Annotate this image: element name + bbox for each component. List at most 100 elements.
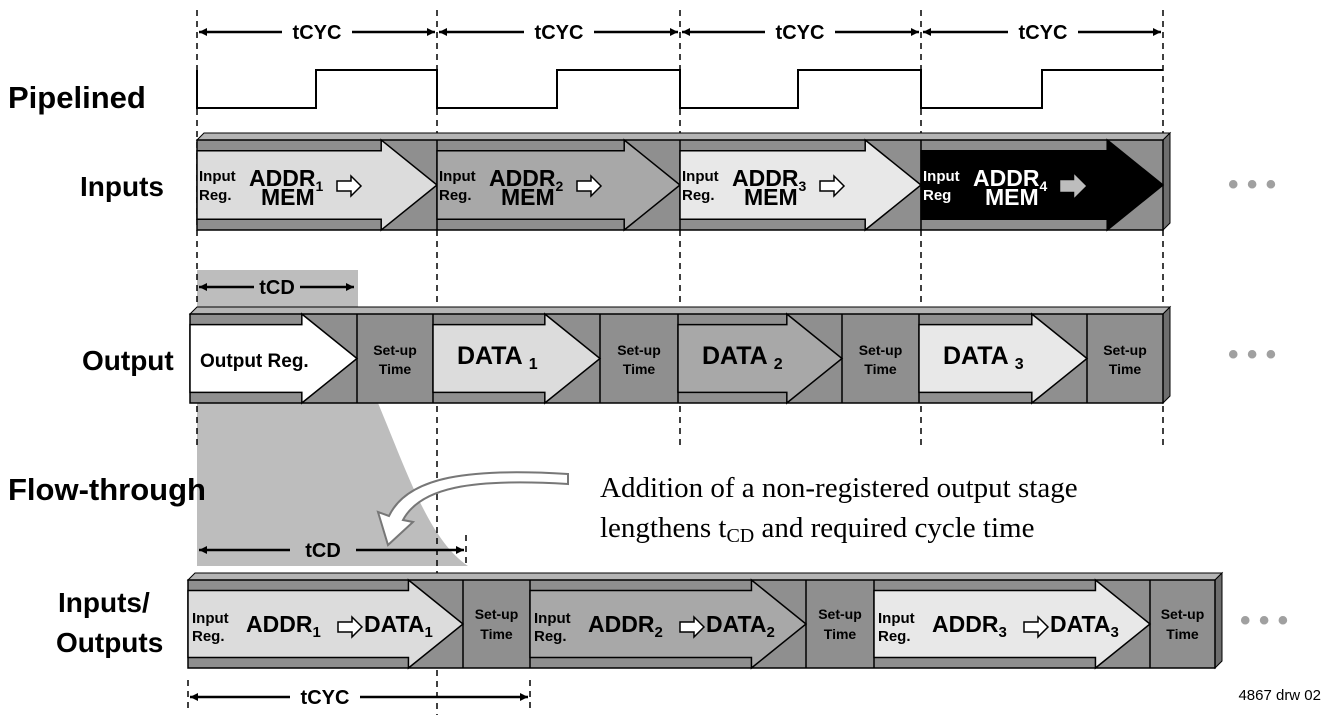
tcyc-label: tCYC	[301, 687, 350, 709]
annotation: Addition of a non-registered output stag…	[376, 471, 1078, 547]
arrow-icon	[679, 615, 706, 639]
band-top	[188, 306, 1172, 315]
tcd-label: tCD	[305, 540, 341, 562]
stage-arrow	[873, 578, 1152, 670]
pipelined-label: Pipelined	[8, 80, 146, 115]
input-reg-label: Input	[534, 610, 571, 627]
band-side	[1162, 131, 1171, 232]
data-label: DATA 2	[702, 342, 783, 373]
data-label: DATA 1	[457, 342, 538, 373]
tcd-dimension-flowthrough: tCD	[199, 535, 467, 566]
addr-label: ADDR2	[588, 611, 663, 641]
setup-label: Set-up	[1103, 342, 1147, 358]
setup-label: Time	[1109, 361, 1142, 377]
annotation-line-2: lengthens tCD and required cycle time	[600, 512, 1034, 547]
stage-arrow	[920, 138, 1165, 232]
addr-label: ADDR1	[246, 611, 321, 641]
annotation-line-1: Addition of a non-registered output stag…	[600, 472, 1078, 504]
addr-label: ADDR4	[973, 165, 1047, 194]
input-reg-label: Input	[682, 168, 719, 185]
setup-label: Time	[480, 626, 513, 642]
ellipsis-inputs: • • •	[1228, 168, 1276, 201]
arrow-icon	[1060, 174, 1087, 198]
input-reg-label: Input	[923, 168, 960, 185]
input-reg-label: Input	[439, 168, 476, 185]
mem-label: MEM	[261, 184, 315, 210]
stage-arrow	[679, 138, 923, 232]
arrow-icon	[576, 174, 603, 198]
setup-label: Set-up	[475, 606, 519, 622]
addr-label: ADDR3	[932, 611, 1007, 641]
flow-through-label: Flow-through	[8, 472, 206, 507]
figure-id: 4867 drw 02	[1238, 687, 1321, 704]
stage-arrow	[677, 312, 844, 405]
arrow-icon	[337, 615, 364, 639]
inputs-outputs-label: Inputs/	[58, 587, 150, 618]
band-top	[186, 572, 1224, 581]
tcyc-label: tCYC	[776, 22, 825, 44]
clock-waveform	[196, 69, 1163, 109]
tcyc-dimensions: tCYC tCYC tCYC tCYC	[199, 22, 1161, 44]
setup-label: Set-up	[859, 342, 903, 358]
setup-label: Time	[1166, 626, 1199, 642]
stage-arrow	[187, 578, 465, 670]
data-label: DATA1	[364, 611, 433, 641]
stage-arrow	[432, 312, 602, 405]
output-reg-label: Output Reg.	[200, 351, 309, 372]
input-reg-label: Reg.	[439, 187, 472, 204]
arrow-icon	[819, 174, 846, 198]
band-side	[1162, 305, 1171, 405]
pipelined-inputs-band: InputReg.ADDR1MEMInputReg.ADDR2MEMInputR…	[195, 131, 1172, 232]
setup-label: Time	[864, 361, 897, 377]
addr-label: ADDR3	[732, 165, 806, 194]
setup-label: Set-up	[373, 342, 417, 358]
data-label: DATA2	[706, 611, 775, 641]
mem-label: MEM	[985, 184, 1039, 210]
inputs-label: Inputs	[80, 171, 164, 202]
mem-label: MEM	[744, 184, 798, 210]
tcd-label: tCD	[259, 277, 295, 299]
arrow-icon	[1023, 615, 1050, 639]
addr-label: ADDR2	[489, 165, 563, 194]
stage-arrow	[918, 312, 1089, 405]
mem-label: MEM	[501, 184, 555, 210]
tcyc-label: tCYC	[293, 22, 342, 44]
inputs-outputs-label-2: Outputs	[56, 627, 163, 658]
input-reg-label: Reg	[923, 187, 951, 204]
ellipsis-flowthrough: • • •	[1240, 604, 1288, 637]
band-side	[1214, 571, 1223, 670]
stage-arrow	[529, 578, 808, 670]
annotation-arrow	[376, 471, 569, 547]
setup-label: Time	[379, 361, 412, 377]
stage-arrow	[436, 138, 682, 232]
setup-label: Time	[824, 626, 857, 642]
data-label: DATA 3	[943, 342, 1024, 373]
stage-arrow	[196, 138, 439, 232]
setup-label: Set-up	[1161, 606, 1205, 622]
output-reg-arrow	[189, 312, 359, 405]
ellipsis-output: • • •	[1228, 338, 1276, 371]
input-reg-label: Reg.	[682, 187, 715, 204]
setup-label: Set-up	[617, 342, 661, 358]
input-reg-label: Reg.	[534, 628, 567, 645]
setup-label: Time	[623, 361, 656, 377]
data-label: DATA3	[1050, 611, 1119, 641]
setup-label: Set-up	[818, 606, 862, 622]
addr-label: ADDR1	[249, 165, 323, 194]
output-label: Output	[82, 345, 174, 376]
input-reg-label: Input	[192, 610, 229, 627]
tcyc-label: tCYC	[1019, 22, 1068, 44]
input-reg-label: Reg.	[199, 187, 232, 204]
tcyc-label: tCYC	[535, 22, 584, 44]
input-reg-label: Reg.	[878, 628, 911, 645]
arrow-icon	[336, 174, 363, 198]
tcyc-dimension-bottom: tCYC	[187, 680, 531, 710]
tcd-dimension-pipelined: tCD	[199, 277, 354, 299]
input-reg-label: Input	[878, 610, 915, 627]
input-reg-label: Input	[199, 168, 236, 185]
band-top	[195, 132, 1172, 141]
input-reg-label: Reg.	[192, 628, 225, 645]
